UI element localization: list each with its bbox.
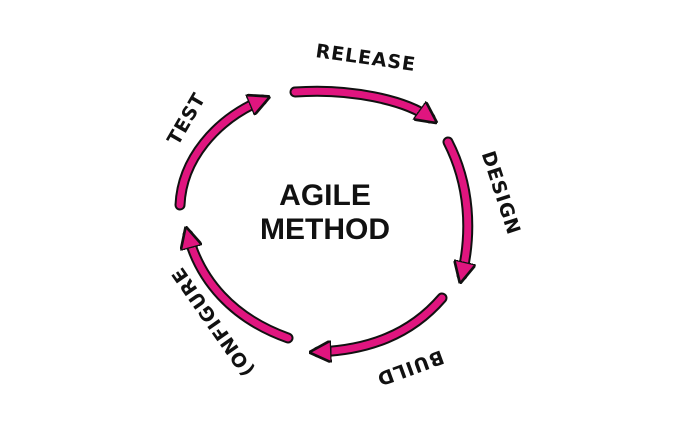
- step-label-release: RELEASE: [314, 40, 417, 76]
- arrow-configure: [188, 235, 292, 342]
- arrow-test: [176, 100, 262, 209]
- arrow-design: [444, 138, 468, 275]
- cycle-arrows: [174, 85, 468, 352]
- step-label-build: BUILD: [373, 345, 446, 390]
- center-title-line2: METHOD: [260, 213, 390, 246]
- step-label-design: DESIGN: [477, 148, 525, 238]
- arrow-release: [291, 87, 430, 118]
- arrow-build: [318, 294, 446, 352]
- center-title-line1: AGILE: [279, 179, 371, 212]
